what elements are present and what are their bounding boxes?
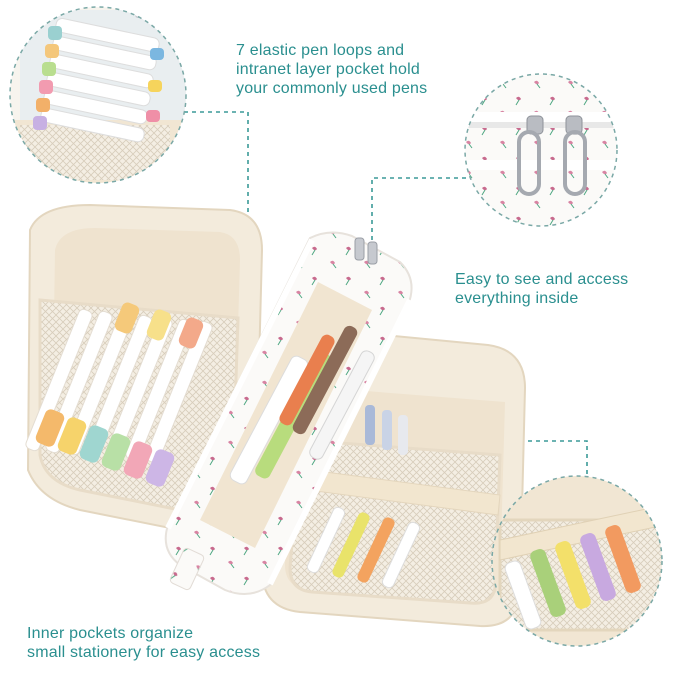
caption-easy-access: Easy to see and access everything inside	[455, 270, 628, 308]
caption-line: your commonly used pens	[236, 80, 428, 97]
pen-icon	[25, 308, 213, 464]
caption-line: small stationery for easy access	[27, 644, 261, 661]
pen-caps	[35, 302, 204, 487]
pencil-case	[25, 203, 527, 628]
caption-line: 7 elastic pen loops and	[236, 42, 405, 59]
caption-line: everything inside	[455, 290, 579, 307]
caption-line: Inner pockets organize	[27, 625, 194, 642]
caption-pen-loops: 7 elastic pen loops and intranet layer p…	[236, 41, 427, 98]
detail-pen-loops	[9, 6, 187, 184]
zipper-pull-icon	[517, 115, 587, 196]
zipper-pull-icon	[354, 237, 378, 265]
caption-line: intranet layer pocket hold	[236, 61, 420, 78]
caption-inner-pockets: Inner pockets organize small stationery …	[27, 624, 260, 662]
detail-inner-pocket	[491, 475, 663, 647]
detail-zipper	[464, 73, 618, 227]
caption-line: Easy to see and access	[455, 271, 629, 288]
